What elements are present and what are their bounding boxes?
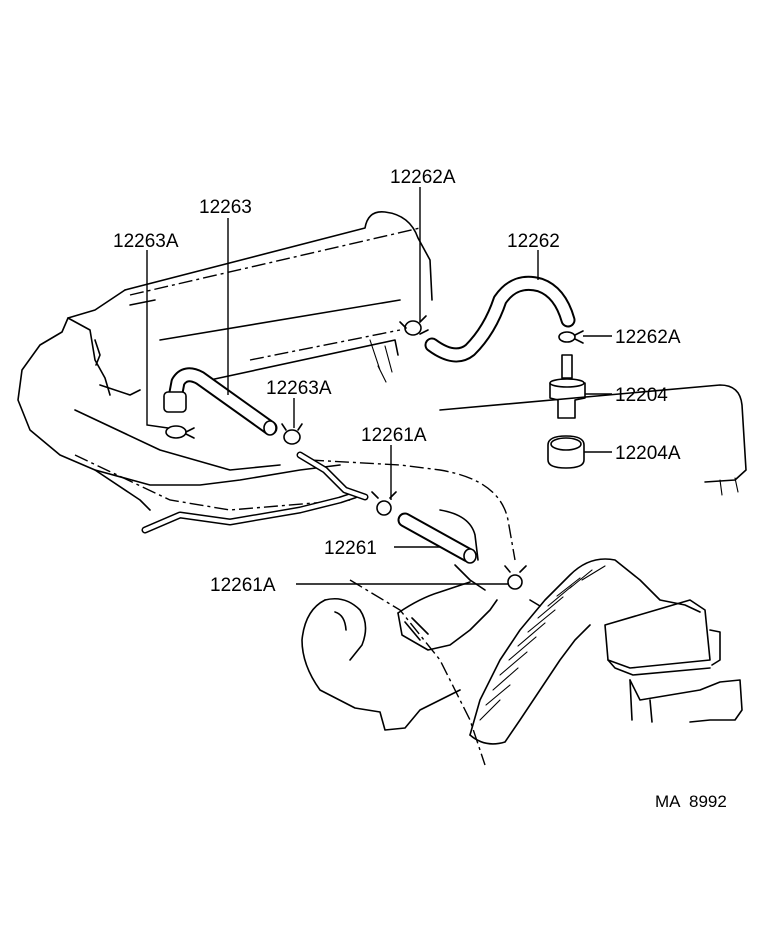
grommet-12204A: [547, 435, 585, 469]
hose-12262: [424, 275, 576, 363]
label-12263: 12263: [199, 197, 252, 218]
leader-lines: [146, 187, 612, 585]
label-12263A-left: 12263A: [113, 231, 179, 252]
label-12261A-bottom: 12261A: [210, 575, 276, 596]
intake-assembly: [301, 558, 743, 745]
drawing-code: MA 8992: [655, 792, 727, 811]
label-12262A-right: 12262A: [615, 327, 681, 348]
pcv-valve-12204: [549, 354, 586, 419]
breather-tube-lower: [141, 451, 369, 534]
part-labels: 12262A 12263 12263A 12262 12262A 12263A …: [113, 167, 727, 811]
clamps: [165, 315, 584, 590]
label-12204A: 12204A: [615, 443, 681, 464]
label-12261A-top: 12261A: [361, 425, 427, 446]
hose-12261: [397, 509, 486, 591]
label-12261: 12261: [324, 538, 377, 559]
label-12262: 12262: [507, 231, 560, 252]
engine-outline: [17, 211, 747, 511]
label-12204: 12204: [615, 385, 668, 406]
label-12263A-mid: 12263A: [266, 378, 332, 399]
label-12262A-top: 12262A: [390, 167, 456, 188]
dashed-reference-lines: [74, 227, 516, 766]
hose-12263: [163, 367, 278, 436]
